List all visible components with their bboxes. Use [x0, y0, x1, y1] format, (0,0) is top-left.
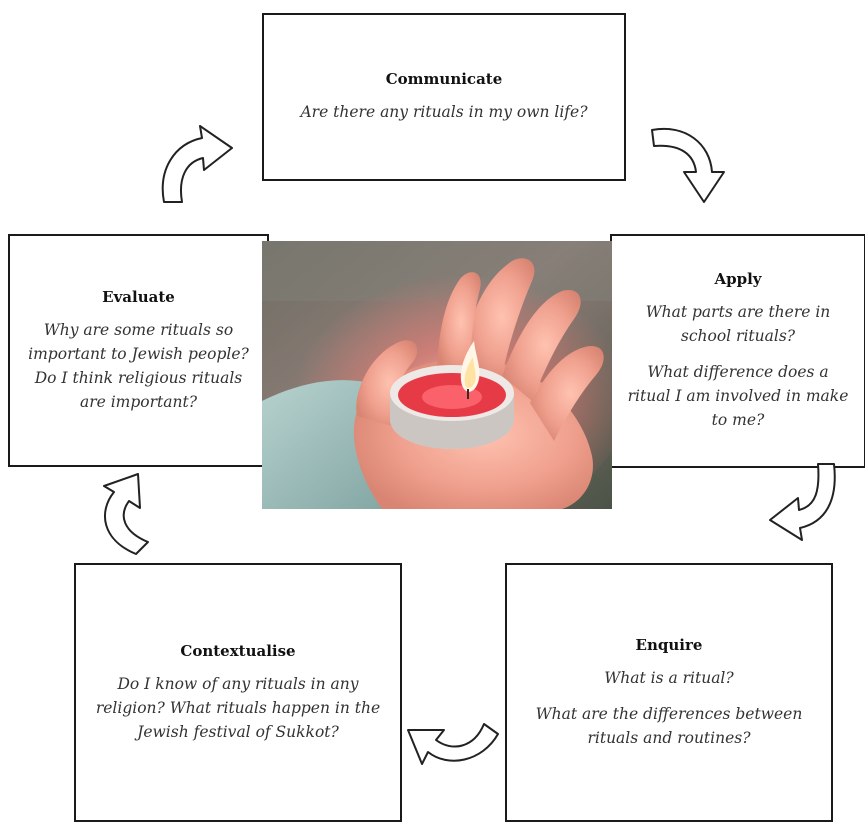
communicate-question: Are there any rituals in my own life? [300, 103, 588, 121]
communicate-box: Communicate Are there any rituals in my … [262, 13, 626, 181]
apply-box: Apply What parts are there in school rit… [610, 234, 865, 468]
candle-photo [262, 241, 612, 509]
apply-question-1: What parts are there in school rituals? [645, 303, 831, 345]
evaluate-box: Evaluate Why are some rituals so importa… [8, 234, 269, 467]
curved-arrow-icon [769, 463, 836, 541]
communicate-title: Communicate [385, 70, 503, 88]
evaluate-title: Evaluate [102, 287, 175, 306]
enquire-title: Enquire [635, 635, 703, 654]
curved-arrow-icon [651, 127, 725, 203]
evaluate-question: Why are some rituals so important to Jew… [28, 320, 249, 411]
enquire-box: Enquire What is a ritual? What are the d… [505, 563, 833, 822]
contextualise-question: Do I know of any rituals in any religion… [95, 674, 381, 741]
apply-title: Apply [714, 270, 762, 288]
hand-candle-illustration [262, 241, 612, 509]
enquire-question-2: What are the differences between rituals… [535, 704, 803, 747]
enquire-question-1: What is a ritual? [604, 668, 734, 687]
curved-arrow-icon [161, 125, 233, 203]
curved-arrow-icon [103, 473, 149, 555]
contextualise-box: Contextualise Do I know of any rituals i… [74, 563, 402, 822]
apply-question-2: What difference does a ritual I am invol… [627, 363, 849, 429]
contextualise-title: Contextualise [180, 641, 296, 660]
curved-arrow-icon [407, 723, 499, 765]
